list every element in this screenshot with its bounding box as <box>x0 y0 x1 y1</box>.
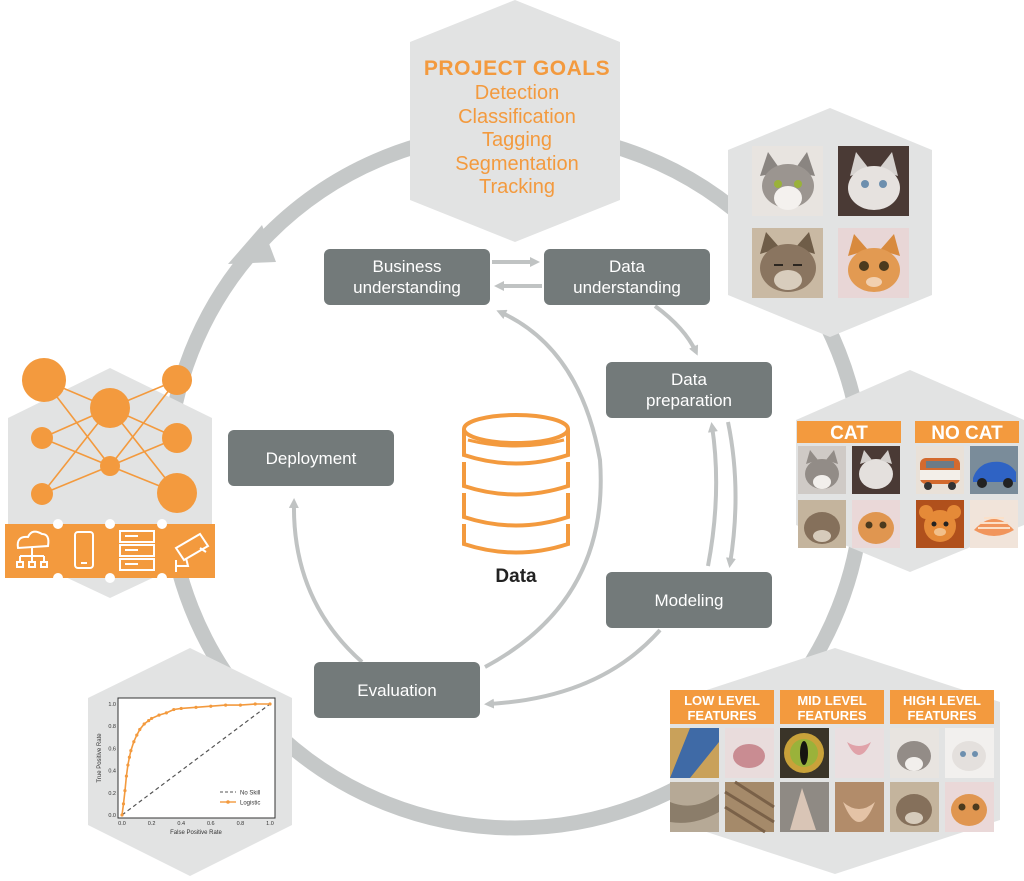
business-understanding-line1: Business <box>372 257 442 276</box>
project-goals-title: PROJECT GOALS <box>423 57 611 80</box>
y-tick-label: 0.4 <box>108 769 116 775</box>
x-tick-label: 0.6 <box>207 821 215 827</box>
cycle-arrow-head <box>228 225 276 264</box>
logistic-point <box>268 702 272 706</box>
y-tick-label: 0.0 <box>108 813 116 819</box>
x-tick-label: 0.8 <box>237 821 245 827</box>
logistic-point <box>179 706 183 711</box>
feature-thumbnails <box>670 728 994 834</box>
data-understanding-line2: understanding <box>573 278 681 297</box>
x-tick-label: 0.4 <box>177 821 185 827</box>
no-skill-line <box>121 703 271 816</box>
cat-photo <box>752 146 823 216</box>
high-level-label-1: HIGH LEVEL <box>903 693 981 708</box>
mid-level-label-2: FEATURES <box>797 708 866 723</box>
cat-nocat-thumbnails <box>798 446 1018 548</box>
logistic-point <box>126 763 130 767</box>
deployment-box: Deployment <box>228 430 394 486</box>
x-tick-label: 1.0 <box>266 821 274 827</box>
feature-labels: LOW LEVEL FEATURES MID LEVEL FEATURES HI… <box>670 690 994 724</box>
logistic-point <box>224 703 228 707</box>
x-tick-label: 0.0 <box>118 821 126 827</box>
logistic-point <box>120 813 124 817</box>
class-labels: CAT NO CAT <box>797 421 1019 444</box>
goals-hexagon <box>410 0 620 242</box>
kitten-photo <box>838 146 909 216</box>
logistic-point <box>138 727 142 732</box>
no-cat-label: NO CAT <box>931 423 1003 444</box>
smartphone-icon <box>74 531 94 569</box>
neural-network-icon <box>22 358 197 513</box>
y-tick-label: 0.2 <box>108 791 116 797</box>
logistic-point <box>209 704 213 708</box>
legend-logistic: Logistic <box>240 801 260 807</box>
logistic-point <box>253 702 257 706</box>
data-understanding-box: Data understanding <box>544 249 710 305</box>
cloud-network-icon <box>16 530 50 568</box>
data-preparation-line1: Data <box>671 370 707 389</box>
process-arrows <box>288 257 738 709</box>
logistic-point <box>132 740 136 744</box>
logistic-point <box>150 716 154 721</box>
goal-segmentation: Segmentation <box>455 152 579 175</box>
goal-classification: Classification <box>458 105 576 128</box>
mid-level-label-1: MID LEVEL <box>797 693 866 708</box>
tabby-photo <box>752 228 823 298</box>
goal-tracking: Tracking <box>479 176 555 198</box>
evaluation-box: Evaluation <box>314 662 480 718</box>
goal-detection: Detection <box>474 82 560 104</box>
logistic-point <box>135 733 139 737</box>
cat-photos-hexagon <box>728 108 932 337</box>
roc-chart: 0.00.0 0.2 0.2 0.4 0.4 0.6 0.6 0.8 0.8 1.0 1.0 No … <box>97 697 276 836</box>
logistic-point <box>147 719 151 723</box>
logistic-point <box>172 707 176 712</box>
low-level-label-2: FEATURES <box>687 708 756 723</box>
server-icon <box>119 530 155 571</box>
cat-label: CAT <box>830 423 868 444</box>
logistic-point <box>157 713 161 717</box>
goal-tagging: Tagging <box>481 129 553 151</box>
data-preparation-box: Data preparation <box>606 362 772 418</box>
logistic-point <box>129 749 133 753</box>
security-camera-icon <box>174 532 210 572</box>
data-preparation-line2: preparation <box>645 391 732 410</box>
logistic-point <box>123 788 127 793</box>
y-tick-label: 0.6 <box>108 746 116 752</box>
database-icon <box>462 413 570 555</box>
logistic-point <box>238 703 242 707</box>
legend-no-skill: No Skill <box>240 791 260 797</box>
logistic-point <box>142 722 146 726</box>
deployment-devices <box>5 519 215 583</box>
roc-ylabel: True Positive Rate <box>97 733 103 783</box>
y-tick-label: 1.0 <box>108 702 116 708</box>
logistic-point <box>194 705 198 709</box>
logistic-point <box>121 802 126 806</box>
logistic-point <box>127 755 131 759</box>
logistic-point <box>164 711 168 715</box>
ginger-cat-photo <box>838 228 909 298</box>
business-understanding-line2: understanding <box>353 278 461 297</box>
logistic-point <box>124 774 129 778</box>
data-understanding-line1: Data <box>609 257 645 276</box>
roc-xlabel: False Positive Rate <box>170 830 222 836</box>
y-tick-label: 0.8 <box>108 724 116 730</box>
business-understanding-box: Business understanding <box>324 249 490 305</box>
roc-plot-frame <box>117 697 276 819</box>
high-level-label-2: FEATURES <box>907 708 976 723</box>
data-label: Data <box>495 566 537 587</box>
project-goals: PROJECT GOALS Detection Classification T… <box>412 56 622 200</box>
cat-photos-grid <box>752 146 909 298</box>
modeling-box: Modeling <box>606 572 772 628</box>
low-level-label-1: LOW LEVEL <box>684 693 760 708</box>
x-tick-label: 0.2 <box>148 821 156 827</box>
